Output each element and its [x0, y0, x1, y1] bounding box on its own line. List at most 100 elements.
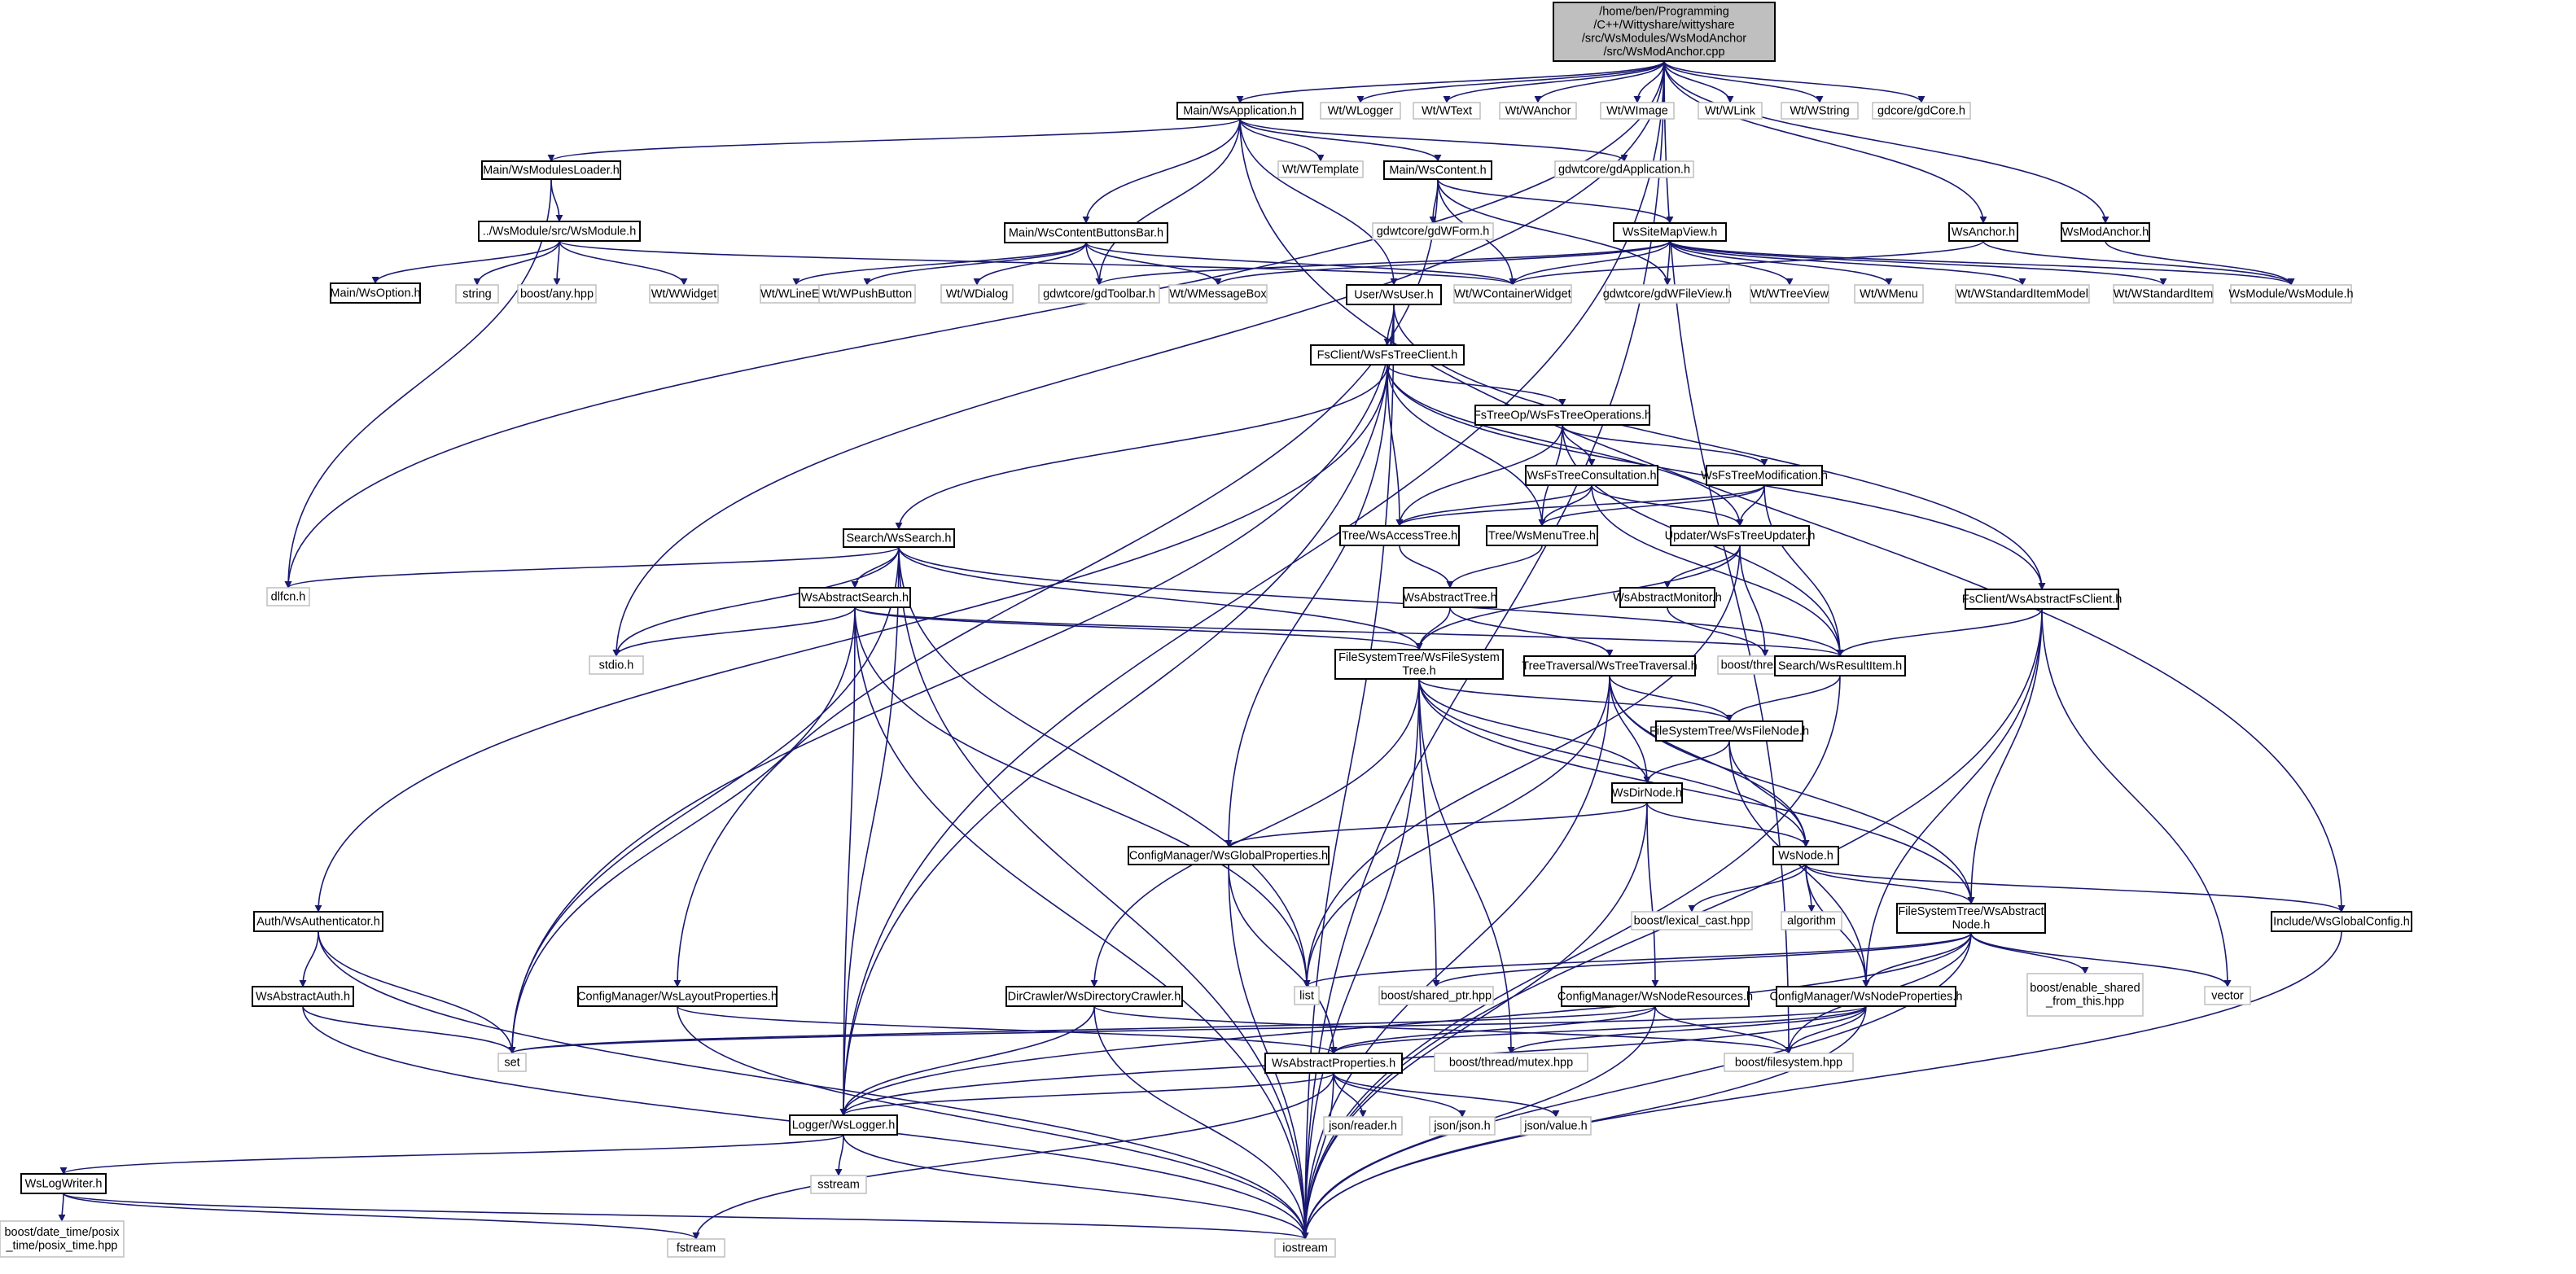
node-globalprops[interactable]: ConfigManager/WsGlobalProperties.h	[1128, 846, 1330, 865]
node-wanchor[interactable]: Wt/WAnchor	[1499, 102, 1577, 120]
node-wstring[interactable]: Wt/WString	[1781, 102, 1859, 120]
node-menutree[interactable]: Tree/WsMenuTree.h	[1486, 525, 1598, 546]
node-algorithm[interactable]: algorithm	[1781, 911, 1842, 930]
node-wlineedit[interactable]: Wt/WLineEdit	[760, 284, 833, 304]
node-wsmodmodule[interactable]: WsModule/WsModule.h	[2228, 284, 2354, 304]
node-dirnode[interactable]: WsDirNode.h	[1611, 782, 1683, 803]
node-mutex[interactable]: boost/thread/mutex.hpp	[1434, 1053, 1588, 1072]
node-stdio[interactable]: stdio.h	[589, 655, 644, 675]
node-gdtoolbar[interactable]: gdwtcore/gdToolbar.h	[1038, 284, 1160, 304]
node-wlogger[interactable]: Wt/WLogger	[1320, 102, 1401, 120]
node-nodeprops[interactable]: ConfigManager/WsNodeProperties.h	[1770, 986, 1963, 1007]
node-gdform[interactable]: gdwtcore/gdWForm.h	[1372, 222, 1494, 240]
node-absmonitor[interactable]: WsAbstractMonitor.h	[1613, 587, 1722, 608]
node-wimage[interactable]: Wt/WImage	[1600, 102, 1675, 120]
node-string[interactable]: string	[455, 284, 499, 304]
node-wsoption[interactable]: Main/WsOption.h	[330, 282, 421, 304]
node-fstream[interactable]: fstream	[667, 1238, 725, 1258]
node-globalconfig[interactable]: Include/WsGlobalConfig.h	[2271, 911, 2412, 932]
node-abssearch[interactable]: WsAbstractSearch.h	[799, 587, 911, 608]
edge-wsmodule-to-wsoption	[371, 240, 560, 284]
node-lexicalcast[interactable]: boost/lexical_cast.hpp	[1631, 911, 1753, 930]
node-abstree[interactable]: WsAbstractTree.h	[1403, 587, 1497, 608]
node-sharedptr[interactable]: boost/shared_ptr.hpp	[1378, 986, 1494, 1005]
node-dircrawler[interactable]: DirCrawler/WsDirectoryCrawler.h	[1005, 986, 1183, 1007]
edge-fsmodif-to-menutree	[1538, 484, 1765, 527]
node-gdapp[interactable]: gdwtcore/gdApplication.h	[1554, 160, 1694, 178]
node-wssearch[interactable]: Search/WsSearch.h	[843, 528, 955, 548]
node-layoutprops[interactable]: ConfigManager/WsLayoutProperties.h	[577, 986, 778, 1007]
node-wtemplate[interactable]: Wt/WTemplate	[1277, 160, 1364, 178]
node-jsonreader[interactable]: json/reader.h	[1323, 1116, 1403, 1136]
node-label-logwriter: WsLogWriter.h	[25, 1177, 103, 1190]
node-wsapp[interactable]: Main/WsApplication.h	[1176, 102, 1303, 120]
node-wtext[interactable]: Wt/WText	[1413, 102, 1481, 120]
node-wwidget[interactable]: Wt/WWidget	[649, 284, 719, 304]
node-wsmodule[interactable]: ../WsModule/src/WsModule.h	[478, 221, 641, 242]
node-updater[interactable]: Updater/WsFsTreeUpdater.h	[1665, 525, 1816, 546]
node-wlink[interactable]: Wt/WLink	[1698, 102, 1763, 120]
node-wpushbutton[interactable]: Wt/WPushButton	[818, 284, 916, 304]
node-wstdmodel[interactable]: Wt/WStandardItemModel	[1955, 284, 2090, 304]
node-posixtime[interactable]: boost/date_time/posix_time/posix_time.hp…	[0, 1220, 125, 1258]
node-dlfcn[interactable]: dlfcn.h	[266, 587, 310, 606]
node-box-wtemplate	[1277, 160, 1364, 178]
node-wsanchorh[interactable]: WsAnchor.h	[1948, 222, 2018, 242]
node-wsnode[interactable]: WsNode.h	[1772, 846, 1839, 865]
node-label-posixtime: boost/date_time/posix	[4, 1226, 120, 1239]
node-set[interactable]: set	[497, 1053, 527, 1072]
node-boostany[interactable]: boost/any.hpp	[517, 284, 597, 304]
node-root[interactable]: /home/ben/Programming/C++/Wittyshare/wit…	[1553, 2, 1776, 62]
node-box-mutex	[1434, 1053, 1588, 1072]
node-fsmodif[interactable]: WsFsTreeModification.h	[1701, 465, 1828, 486]
node-list[interactable]: list	[1294, 986, 1320, 1005]
node-accesstree[interactable]: Tree/WsAccessTree.h	[1339, 525, 1460, 546]
node-fstreeclient[interactable]: FsClient/WsFsTreeClient.h	[1310, 344, 1465, 366]
node-gdfileview[interactable]: gdwtcore/gdWFileView.h	[1603, 284, 1733, 304]
node-box-wssearch	[843, 528, 955, 548]
node-jsonvalue[interactable]: json/value.h	[1520, 1116, 1592, 1136]
node-label-wtext: Wt/WText	[1422, 104, 1472, 117]
node-box-authenticator	[253, 911, 383, 932]
node-sitemap[interactable]: WsSiteMapView.h	[1613, 222, 1727, 242]
node-wstditem[interactable]: Wt/WStandardItem	[2113, 284, 2214, 304]
edge-nodeprops-to-set	[508, 1005, 1867, 1054]
node-wslogger[interactable]: Logger/WsLogger.h	[789, 1114, 898, 1136]
node-wmenu[interactable]: Wt/WMenu	[1854, 284, 1924, 304]
node-resultitem[interactable]: Search/WsResultItem.h	[1774, 655, 1906, 676]
node-wsmodanchorh[interactable]: WsModAnchor.h	[2061, 222, 2150, 242]
node-absfsclient[interactable]: FsClient/WsAbstractFsClient.h	[1962, 589, 2123, 610]
node-enableshared[interactable]: boost/enable_shared_from_this.hpp	[2026, 973, 2144, 1017]
node-absauth[interactable]: WsAbstractAuth.h	[252, 986, 354, 1007]
node-modloader[interactable]: Main/WsModulesLoader.h	[481, 160, 621, 180]
node-wmessagebox[interactable]: Wt/WMessageBox	[1168, 284, 1268, 304]
node-box-nodeprops	[1776, 986, 1956, 1007]
node-wscontent[interactable]: Main/WsContent.h	[1383, 160, 1492, 180]
node-logwriter[interactable]: WsLogWriter.h	[20, 1173, 107, 1194]
node-filenode[interactable]: FileSystemTree/WsFileNode.h	[1649, 720, 1809, 742]
edge-root-to-wslogger	[839, 60, 1665, 1116]
node-treetraversal[interactable]: TreeTraversal/WsTreeTraversal.h	[1522, 655, 1698, 676]
node-wtreeview[interactable]: Wt/WTreeView	[1750, 284, 1829, 304]
node-vector[interactable]: vector	[2204, 986, 2251, 1005]
node-gdcore[interactable]: gdcore/gdCore.h	[1872, 102, 1971, 120]
edge-fstreeops-to-fsmodif	[1562, 424, 1768, 466]
node-sstream[interactable]: sstream	[810, 1175, 867, 1194]
node-filesystem[interactable]: boost/filesystem.hpp	[1724, 1053, 1854, 1072]
node-label-wpushbutton: Wt/WPushButton	[822, 287, 912, 300]
node-noderesources[interactable]: ConfigManager/WsNodeResources.h	[1557, 986, 1753, 1007]
edge-nodeprops-to-mutex	[1507, 1005, 1867, 1054]
node-authenticator[interactable]: Auth/WsAuthenticator.h	[253, 911, 383, 932]
node-absprops[interactable]: WsAbstractProperties.h	[1264, 1053, 1403, 1074]
node-cbuttons[interactable]: Main/WsContentButtonsBar.h	[1004, 222, 1168, 243]
node-iostream[interactable]: iostream	[1274, 1238, 1336, 1258]
node-wdialog[interactable]: Wt/WDialog	[940, 284, 1014, 304]
node-wsuser[interactable]: User/WsUser.h	[1346, 284, 1442, 305]
node-fsconsult[interactable]: WsFsTreeConsultation.h	[1525, 465, 1658, 486]
node-fstreeops[interactable]: FsTreeOp/WsFsTreeOperations.h	[1474, 405, 1651, 426]
node-wcontainer[interactable]: Wt/WContainerWidget	[1453, 284, 1572, 304]
node-label-modloader: Main/WsModulesLoader.h	[483, 164, 620, 177]
node-jsonjson[interactable]: json/json.h	[1429, 1116, 1496, 1136]
